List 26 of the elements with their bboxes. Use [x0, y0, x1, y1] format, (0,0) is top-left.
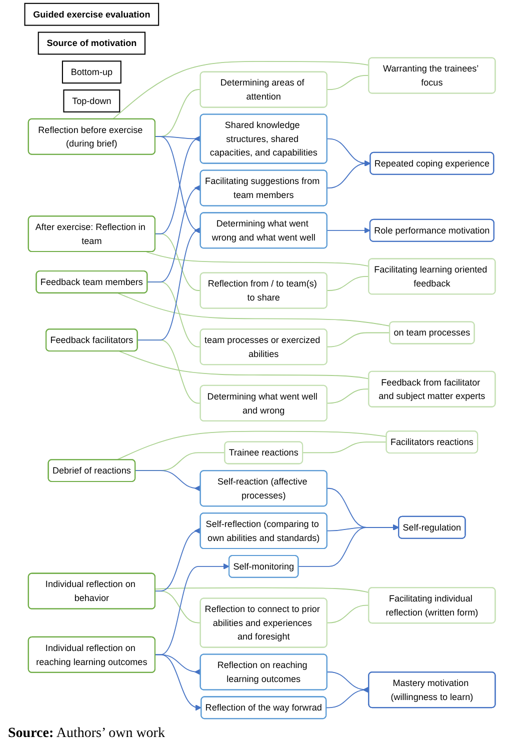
arrow [326, 227, 370, 234]
source-caption: Source: Authors’ own work [7, 725, 166, 743]
arrow [136, 227, 201, 340]
connector [146, 251, 370, 267]
connector [326, 388, 370, 404]
arrow [326, 686, 369, 708]
connector [326, 332, 390, 348]
connector [112, 60, 370, 120]
arrow [298, 524, 399, 567]
connector [302, 442, 387, 454]
connector [154, 587, 370, 593]
connector [326, 604, 370, 624]
node-box: Top-down [63, 89, 120, 112]
arrow [146, 184, 201, 282]
arrow [326, 160, 370, 188]
connector [326, 75, 370, 90]
connector [116, 430, 388, 460]
node-box: Guided exercise evaluation [24, 2, 160, 26]
node-box: Source of motivation [38, 32, 146, 55]
connector [119, 350, 370, 380]
arrow [154, 654, 202, 711]
connector [118, 292, 390, 326]
arrow [154, 528, 201, 592]
connector [326, 276, 370, 291]
arrow [134, 470, 201, 492]
node-box: Bottom-up [62, 60, 122, 84]
